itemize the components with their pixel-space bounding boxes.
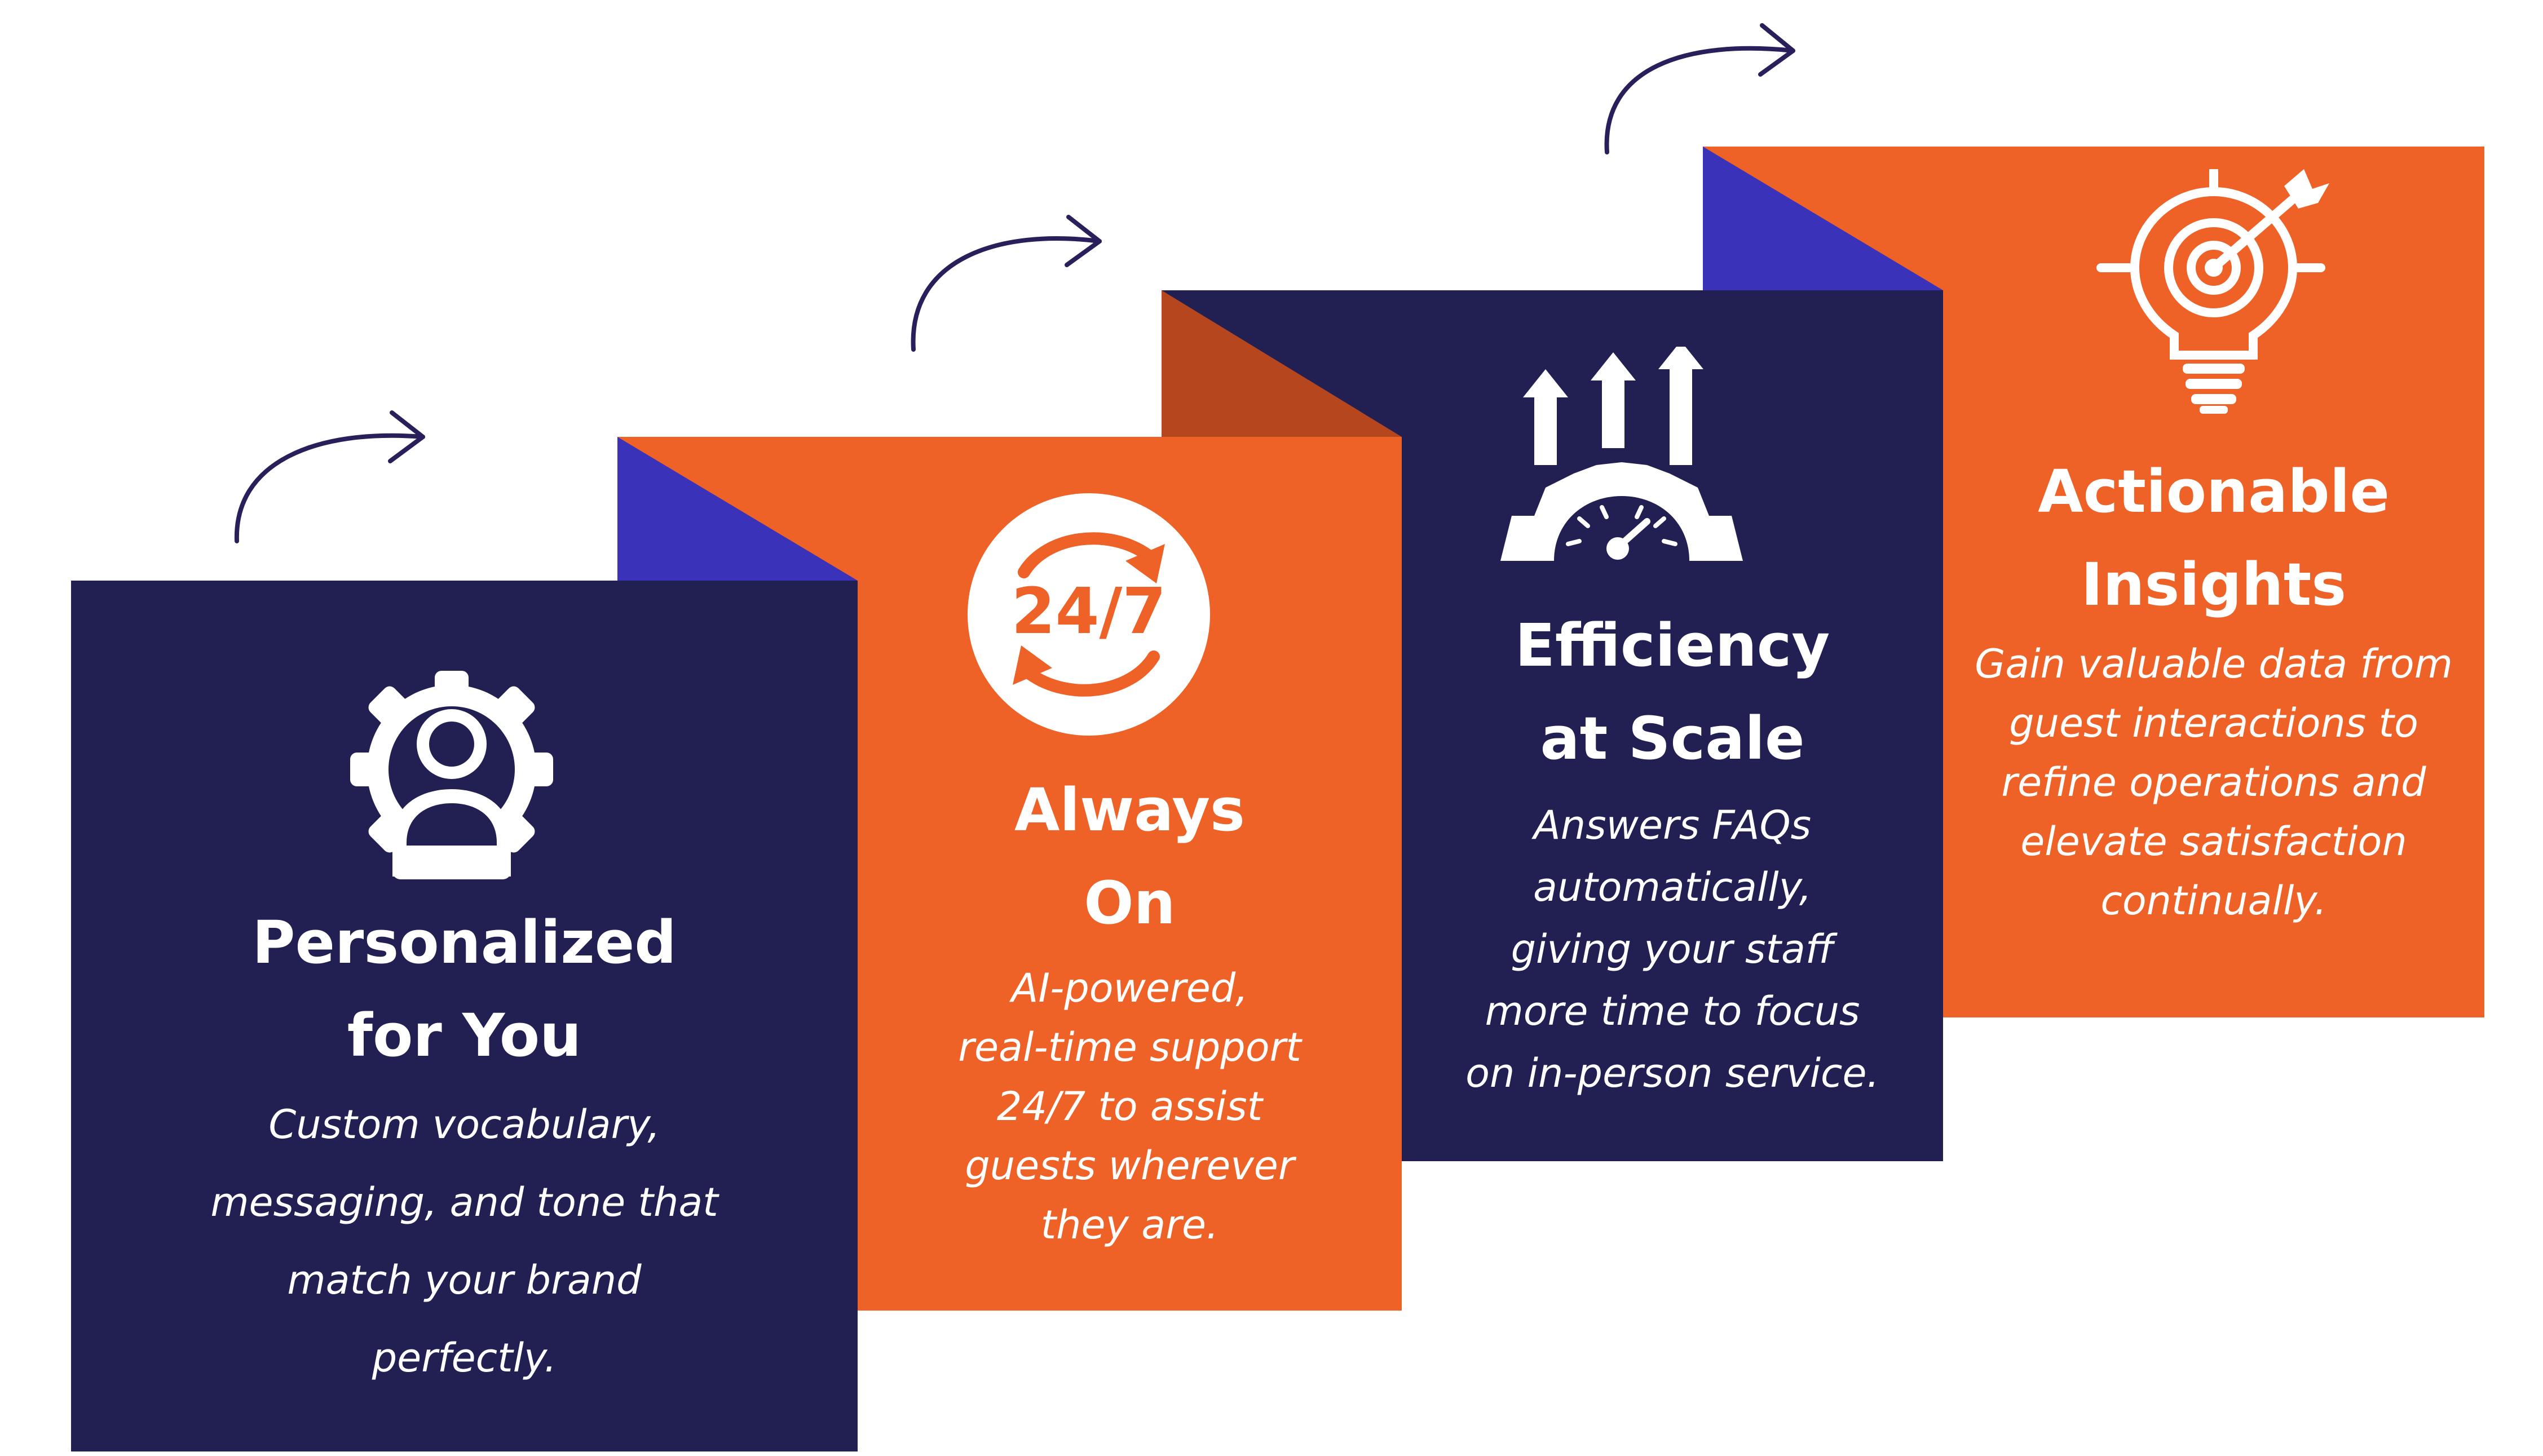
desc-line: giving your staff bbox=[1511, 926, 1834, 972]
title-line: Actionable bbox=[2038, 457, 2390, 526]
icon-24-7-text: 24/7 bbox=[1012, 575, 1167, 648]
step-card-personalized: Personalized for You Custom vocabulary, … bbox=[71, 581, 858, 1451]
fold-triangle-4 bbox=[1703, 147, 1943, 290]
desc-line: continually. bbox=[2100, 878, 2327, 924]
progress-arrows bbox=[234, 23, 1795, 543]
title-line: Insights bbox=[2081, 550, 2347, 619]
fold-triangle-3 bbox=[1162, 290, 1402, 437]
desc-line: AI-powered, bbox=[1011, 965, 1248, 1011]
title-line: at Scale bbox=[1540, 704, 1805, 773]
title-line: On bbox=[1084, 869, 1176, 937]
desc-line: elevate satisfaction bbox=[2020, 818, 2407, 865]
desc-line: guests wherever bbox=[965, 1143, 1295, 1189]
curved-arrow-icon bbox=[911, 236, 1102, 352]
always-on-24-7-icon: 24/7 bbox=[968, 493, 1210, 736]
step-title: Always On bbox=[858, 764, 1402, 950]
desc-line: Gain valuable data from bbox=[1975, 641, 2453, 687]
step-description: Answers FAQs automatically, giving your … bbox=[1402, 794, 1943, 1104]
desc-line: match your brand bbox=[287, 1257, 642, 1303]
step-card-insights: Actionable Insights Gain valuable data f… bbox=[1943, 147, 2484, 1017]
desc-line: real-time support bbox=[958, 1024, 1301, 1070]
step-description: Gain valuable data from guest interactio… bbox=[1943, 635, 2484, 931]
desc-line: guest interactions to bbox=[2009, 700, 2418, 746]
step-title: Actionable Insights bbox=[1943, 445, 2484, 631]
desc-line: perfectly. bbox=[372, 1335, 557, 1381]
title-line: Efficiency bbox=[1515, 611, 1830, 680]
arrowhead-icon bbox=[1758, 23, 1795, 77]
title-line: Personalized bbox=[252, 908, 677, 977]
curved-arrow-icon bbox=[1604, 46, 1795, 154]
title-line: for You bbox=[347, 1001, 582, 1070]
growth-gauge-icon bbox=[1500, 347, 1743, 561]
desc-line: 24/7 to assist bbox=[996, 1083, 1263, 1130]
lightbulb-target-icon bbox=[2096, 169, 2329, 414]
step-title: Efficiency at Scale bbox=[1402, 599, 1943, 785]
desc-line: they are. bbox=[1040, 1202, 1219, 1248]
desc-line: automatically, bbox=[1533, 864, 1812, 910]
arrowhead-icon bbox=[388, 410, 425, 463]
step-card-efficiency: Efficiency at Scale Answers FAQs automat… bbox=[1402, 290, 1943, 1161]
step-description: Custom vocabulary, messaging, and tone t… bbox=[71, 1086, 858, 1397]
user-gear-icon bbox=[350, 671, 553, 879]
step-card-always-on: 24/7 Always On AI-powered, real-time sup… bbox=[858, 437, 1402, 1311]
arrowhead-icon bbox=[1065, 215, 1102, 267]
curved-arrow-icon bbox=[234, 433, 425, 543]
fold-triangle-2 bbox=[617, 437, 858, 581]
title-line: Always bbox=[1014, 776, 1245, 844]
desc-line: on in-person service. bbox=[1465, 1050, 1879, 1096]
desc-line: messaging, and tone that bbox=[210, 1179, 718, 1225]
step-title: Personalized for You bbox=[71, 896, 858, 1082]
desc-line: refine operations and bbox=[2001, 759, 2426, 806]
step-description: AI-powered, real-time support 24/7 to as… bbox=[858, 959, 1402, 1255]
desc-line: Answers FAQs bbox=[1533, 802, 1812, 848]
desc-line: more time to focus bbox=[1485, 988, 1860, 1034]
desc-line: Custom vocabulary, bbox=[268, 1101, 660, 1148]
